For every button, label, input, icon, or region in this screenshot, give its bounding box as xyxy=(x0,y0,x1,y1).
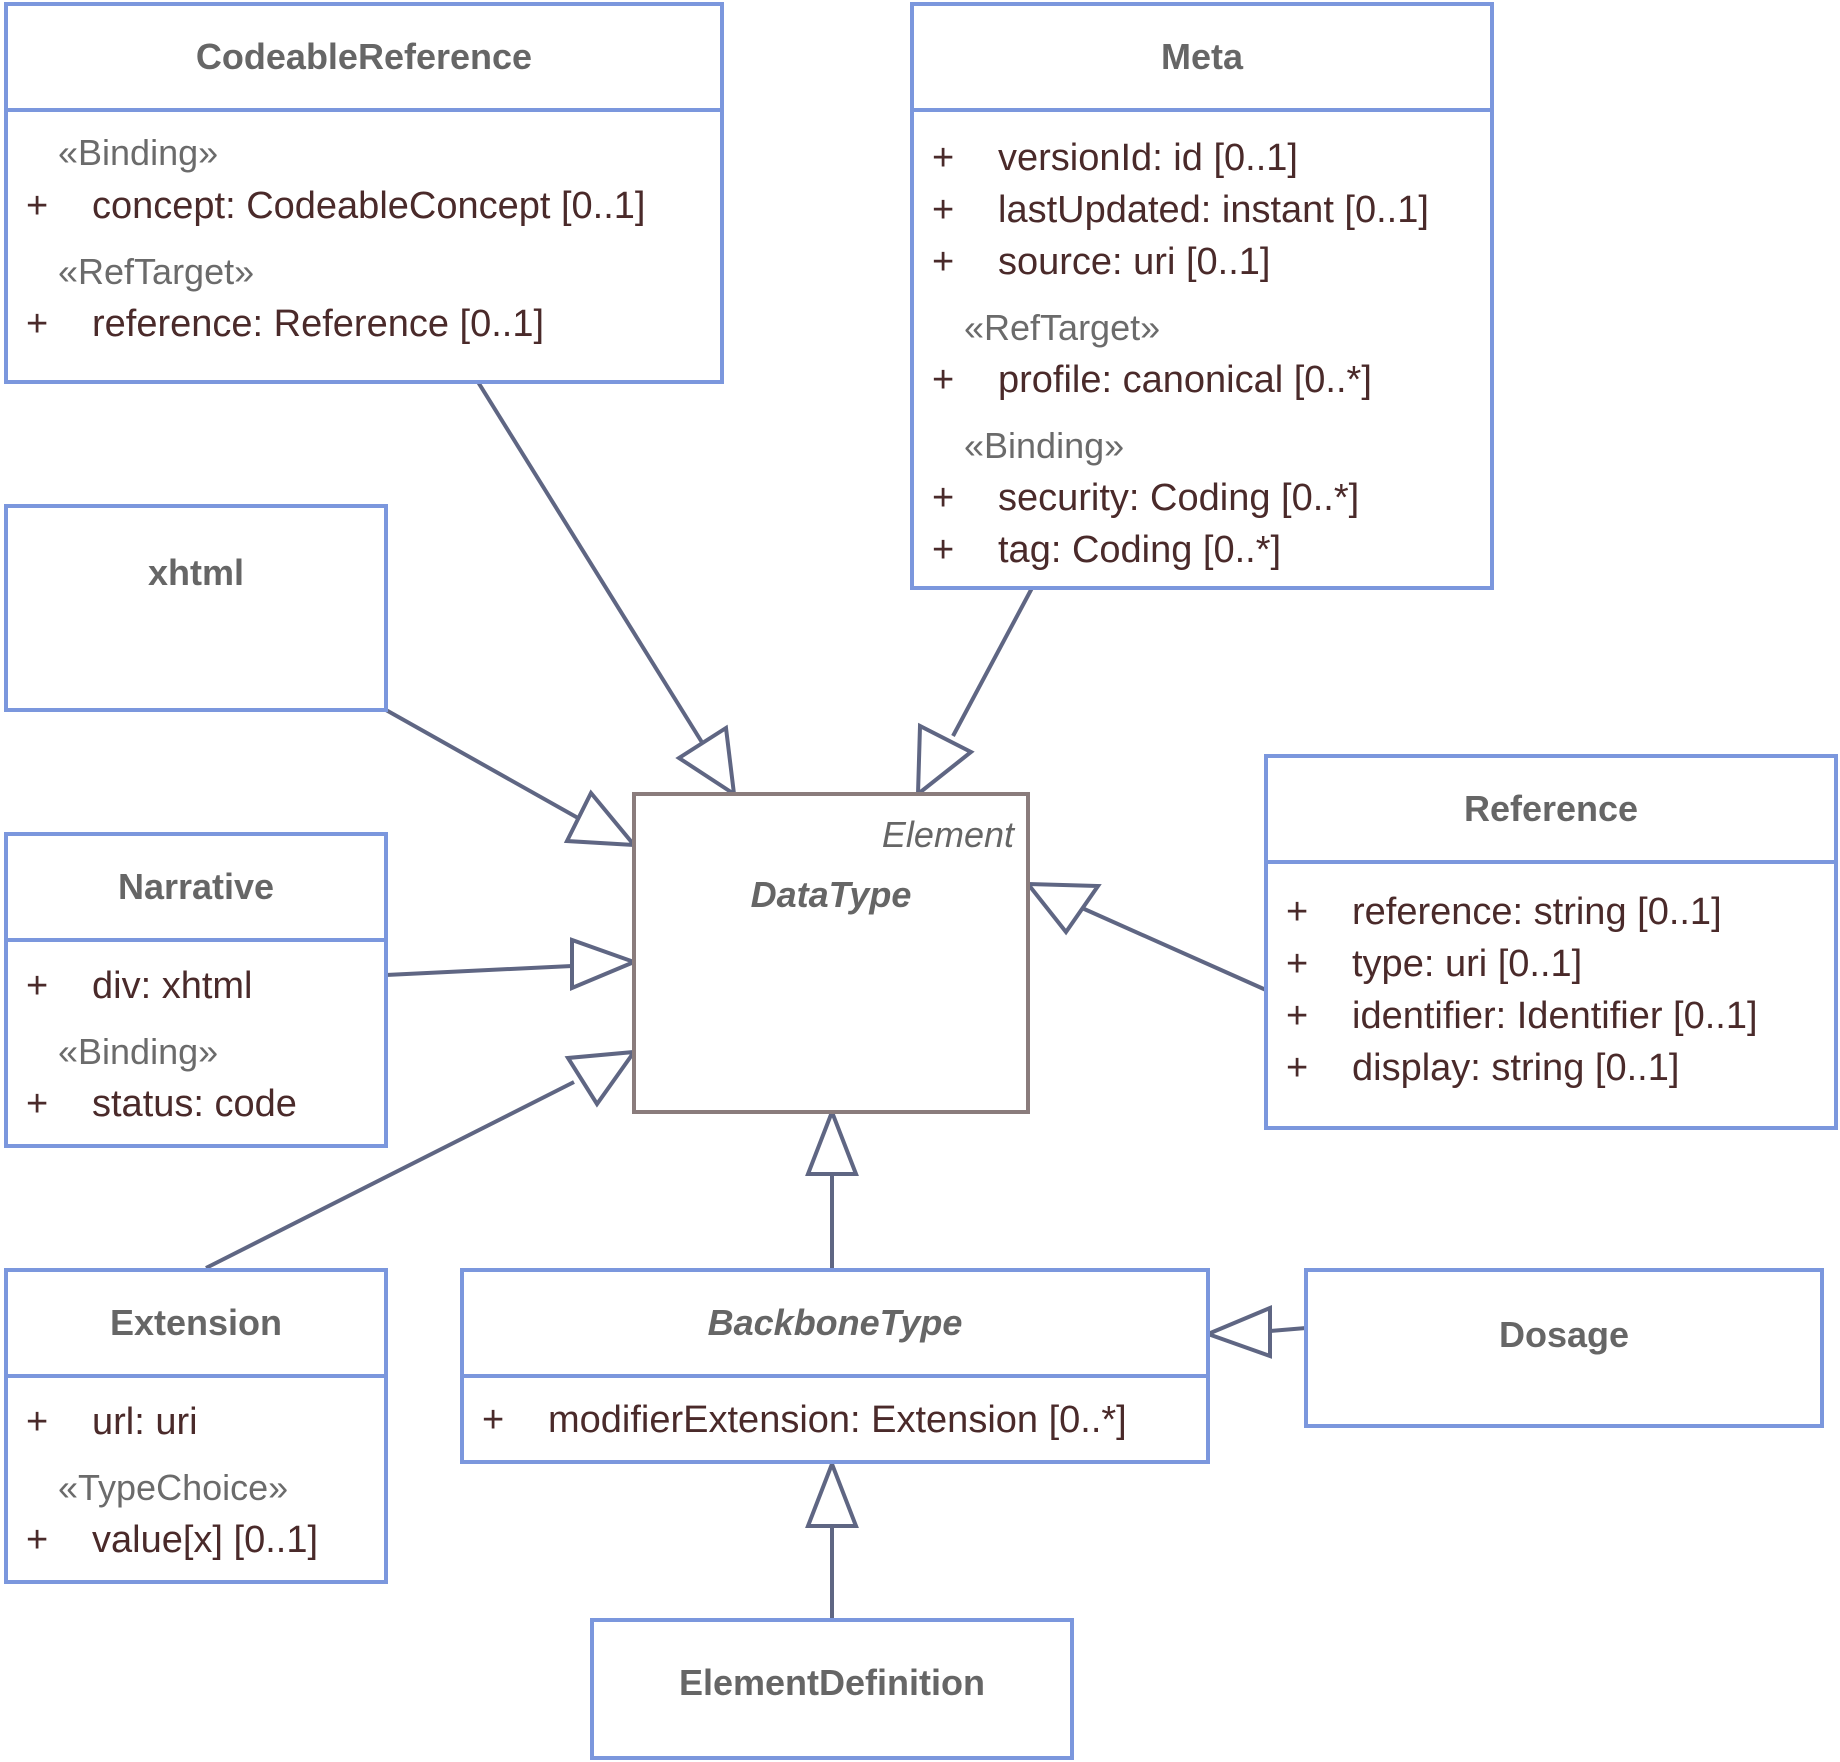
class-name: xhtml xyxy=(147,552,244,593)
attribute-text: reference: string [0..1] xyxy=(1352,891,1722,933)
class-elementdefinition: ElementDefinition xyxy=(590,1618,1074,1760)
class-narrative: Narrative + div: xhtml «Binding» + status:… xyxy=(4,832,388,1148)
visibility-marker: + xyxy=(26,185,49,227)
arrow-narrative-to-datatype xyxy=(385,964,573,977)
stereotype-label: «TypeChoice» xyxy=(58,1467,289,1508)
attribute-row: + value[x] [0..1] xyxy=(8,1514,384,1566)
arrow-dosage-to-backbonetype xyxy=(1269,1326,1307,1333)
arrow-extension-to-datatype xyxy=(205,1080,575,1270)
attribute-row: + status: code xyxy=(8,1078,384,1130)
visibility-marker: + xyxy=(26,1083,49,1125)
attribute-row: + reference: Reference [0..1] xyxy=(8,298,720,350)
class-name: Extension xyxy=(8,1272,384,1378)
attribute-text: lastUpdated: instant [0..1] xyxy=(998,189,1429,231)
class-meta: Meta + versionId: id [0..1] + lastUpdated:… xyxy=(910,2,1494,590)
arrowhead-elementdefinition xyxy=(805,1458,859,1528)
class-codeablereference: CodeableReference «Binding» + concept: Co… xyxy=(4,2,724,384)
visibility-marker: + xyxy=(932,189,955,231)
class-name: Dosage xyxy=(1498,1314,1630,1355)
visibility-marker: + xyxy=(482,1399,505,1441)
attribute-row: + type: uri [0..1] xyxy=(1268,938,1834,990)
stereotype-label: «RefTarget» xyxy=(964,307,1161,348)
class-reference: Reference + reference: string [0..1] + typ… xyxy=(1264,754,1838,1130)
class-name: DataType xyxy=(750,874,912,915)
class-name: ElementDefinition xyxy=(678,1662,986,1703)
arrow-xhtml-to-datatype xyxy=(385,708,579,820)
attribute-text: value[x] [0..1] xyxy=(92,1519,319,1561)
arrowhead-reference xyxy=(1023,881,1102,936)
class-name: Narrative xyxy=(8,836,384,942)
attribute-row: + identifier: Identifier [0..1] xyxy=(1268,990,1834,1042)
arrowhead-meta xyxy=(915,722,975,799)
class-datatype: Element DataType xyxy=(632,792,1030,1114)
class-xhtml: xhtml xyxy=(4,504,388,712)
attribute-row: + url: uri xyxy=(8,1396,384,1448)
attribute-text: type: uri [0..1] xyxy=(1352,943,1583,985)
visibility-marker: + xyxy=(932,241,955,283)
class-extension: Extension + url: uri «TypeChoice» + value[… xyxy=(4,1268,388,1584)
attribute-text: identifier: Identifier [0..1] xyxy=(1352,995,1758,1037)
stereotype-label: «Binding» xyxy=(58,1031,219,1072)
attribute-text: display: string [0..1] xyxy=(1352,1047,1680,1089)
visibility-marker: + xyxy=(26,303,49,345)
arrow-codeablereference-to-datatype xyxy=(476,380,705,746)
attribute-row: + display: string [0..1] xyxy=(1268,1042,1834,1094)
arrowhead-narrative xyxy=(570,937,640,992)
attribute-text: modifierExtension: Extension [0..*] xyxy=(548,1399,1127,1441)
parent-class-label: Element xyxy=(881,814,1014,855)
attribute-row: + concept: CodeableConcept [0..1] xyxy=(8,180,720,232)
class-name: Reference xyxy=(1268,758,1834,864)
attribute-row: + versionId: id [0..1] xyxy=(914,132,1490,184)
visibility-marker: + xyxy=(1286,943,1309,985)
class-name: BackboneType xyxy=(464,1272,1206,1378)
attribute-text: url: uri xyxy=(92,1401,198,1443)
attribute-row: + security: Coding [0..*] xyxy=(914,472,1490,524)
attribute-row: + tag: Coding [0..*] xyxy=(914,524,1490,576)
class-dosage: Dosage xyxy=(1304,1268,1824,1428)
visibility-marker: + xyxy=(1286,995,1309,1037)
visibility-marker: + xyxy=(932,137,955,179)
attribute-row: + reference: string [0..1] xyxy=(1268,886,1834,938)
attribute-text: status: code xyxy=(92,1083,297,1125)
attribute-text: security: Coding [0..*] xyxy=(998,477,1360,519)
visibility-marker: + xyxy=(1286,1047,1309,1089)
attribute-row: + modifierExtension: Extension [0..*] xyxy=(464,1394,1206,1446)
visibility-marker: + xyxy=(26,1401,49,1443)
visibility-marker: + xyxy=(26,1519,49,1561)
stereotype-label: «Binding» xyxy=(58,132,219,173)
visibility-marker: + xyxy=(932,477,955,519)
attribute-text: versionId: id [0..1] xyxy=(998,137,1298,179)
arrow-reference-to-datatype xyxy=(1081,906,1267,992)
arrow-meta-to-datatype xyxy=(951,587,1034,737)
visibility-marker: + xyxy=(932,359,955,401)
attribute-text: reference: Reference [0..1] xyxy=(92,303,545,345)
stereotype-label: «Binding» xyxy=(964,425,1125,466)
attribute-text: div: xhtml xyxy=(92,965,253,1007)
attribute-row: + profile: canonical [0..*] xyxy=(914,354,1490,406)
visibility-marker: + xyxy=(26,965,49,1007)
class-name: Meta xyxy=(914,6,1490,112)
attribute-text: profile: canonical [0..*] xyxy=(998,359,1372,401)
attribute-text: concept: CodeableConcept [0..1] xyxy=(92,185,646,227)
attribute-row: + div: xhtml xyxy=(8,960,384,1012)
arrowhead-dosage xyxy=(1202,1304,1272,1359)
class-backbonetype: BackboneType + modifierExtension: Extensi… xyxy=(460,1268,1210,1464)
class-name: CodeableReference xyxy=(8,6,720,112)
arrowhead-xhtml xyxy=(563,789,639,848)
arrowhead-backbonetype xyxy=(805,1106,859,1176)
attribute-row: + source: uri [0..1] xyxy=(914,236,1490,288)
stereotype-label: «RefTarget» xyxy=(58,251,255,292)
attribute-text: tag: Coding [0..*] xyxy=(998,529,1282,571)
arrowhead-codeablereference xyxy=(675,724,737,799)
visibility-marker: + xyxy=(932,529,955,571)
attribute-text: source: uri [0..1] xyxy=(998,241,1271,283)
arrowhead-extension xyxy=(564,1049,639,1108)
visibility-marker: + xyxy=(1286,891,1309,933)
attribute-row: + lastUpdated: instant [0..1] xyxy=(914,184,1490,236)
